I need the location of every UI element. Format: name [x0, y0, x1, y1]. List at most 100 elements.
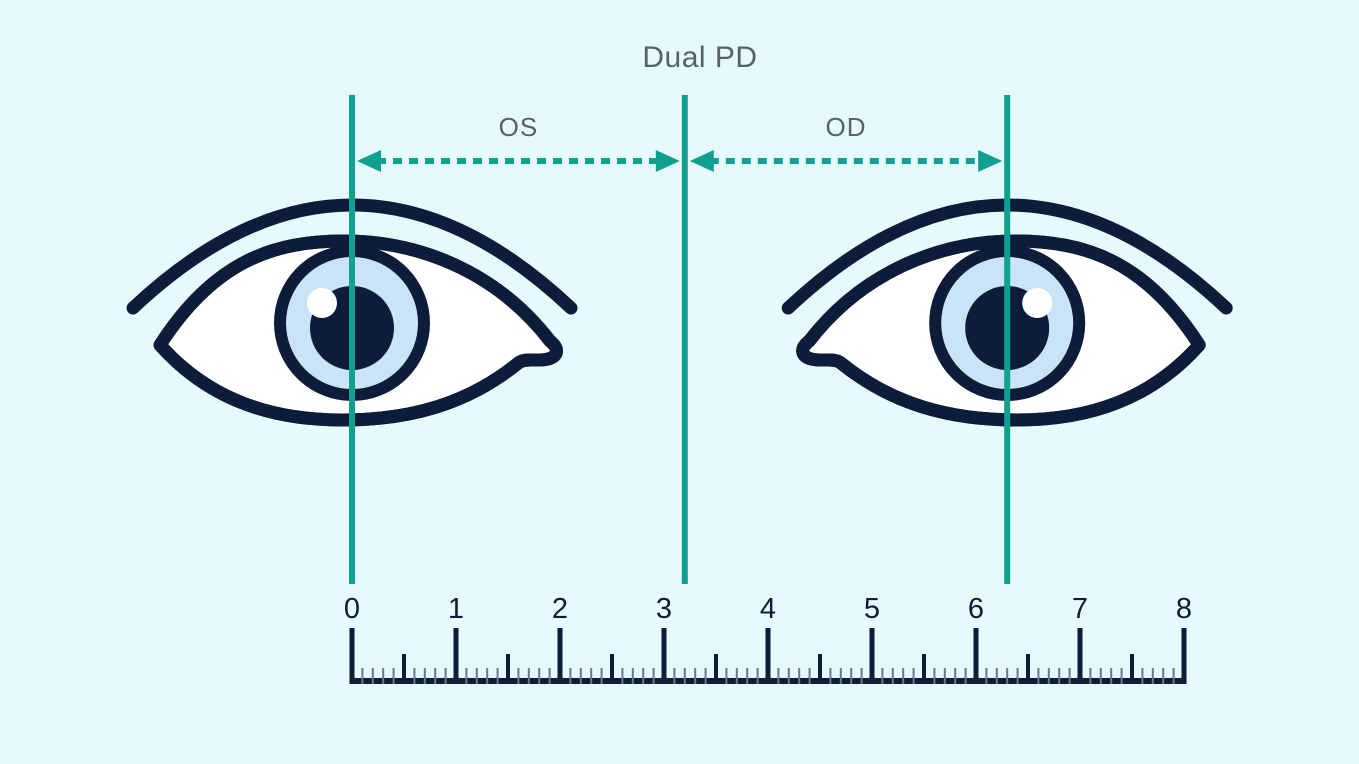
- ruler-tick-minor: [860, 668, 863, 684]
- od-label: OD: [825, 112, 867, 142]
- ruler-tick-minor: [600, 668, 603, 684]
- ruler-tick-half: [1130, 654, 1134, 684]
- ruler-tick-minor: [361, 668, 364, 684]
- os-measure-arrow: [357, 150, 680, 172]
- arrow-head-left: [357, 150, 381, 172]
- ruler-tick-major: [453, 628, 459, 684]
- arrow-head-left: [689, 150, 714, 172]
- ruler-tick-minor: [798, 668, 801, 684]
- ruler-tick-minor: [902, 668, 905, 684]
- ruler-tick-major: [661, 628, 667, 684]
- ruler-tick-minor: [1151, 668, 1154, 684]
- ruler-tick-minor: [725, 668, 728, 684]
- ruler-number: 6: [968, 593, 984, 625]
- ruler-tick-minor: [423, 668, 426, 684]
- ruler-tick-minor: [631, 668, 634, 684]
- arrow-head-right: [978, 150, 1003, 172]
- ruler-tick-minor: [1047, 668, 1050, 684]
- ruler-tick-minor: [964, 668, 967, 684]
- ruler-tick-minor: [444, 668, 447, 684]
- ruler-tick-minor: [1141, 668, 1144, 684]
- ruler-tick-minor: [673, 668, 676, 684]
- ruler-number: 8: [1176, 593, 1192, 625]
- ruler-tick-minor: [413, 668, 416, 684]
- ruler-tick-half: [818, 654, 822, 684]
- ruler-tick-minor: [829, 668, 832, 684]
- ruler-tick-minor: [538, 668, 541, 684]
- ruler-tick-minor: [995, 668, 998, 684]
- ruler-tick-major: [349, 628, 355, 684]
- ruler-tick-minor: [579, 668, 582, 684]
- ruler-tick-minor: [891, 668, 894, 684]
- ruler-number: 5: [864, 593, 880, 625]
- ruler-tick-major: [1181, 628, 1187, 684]
- page-title: Dual PD: [642, 41, 758, 74]
- ruler-tick-minor: [839, 668, 842, 684]
- ruler-tick-minor: [475, 668, 478, 684]
- ruler-tick-minor: [548, 668, 551, 684]
- ruler-tick-minor: [1110, 668, 1113, 684]
- ruler-tick-minor: [881, 668, 884, 684]
- ruler-tick-half: [402, 654, 406, 684]
- ruler-tick-minor: [933, 668, 936, 684]
- ruler-tick-half: [506, 654, 510, 684]
- ruler-tick-half: [610, 654, 614, 684]
- ruler-tick-minor: [912, 668, 915, 684]
- ruler-tick-minor: [850, 668, 853, 684]
- ruler-tick-minor: [621, 668, 624, 684]
- ruler-tick-minor: [652, 668, 655, 684]
- pupil-lines-layer: [349, 95, 1011, 584]
- ruler-tick-major: [973, 628, 979, 684]
- ruler-tick-minor: [517, 668, 520, 684]
- ruler-tick-minor: [704, 668, 707, 684]
- ruler-tick-minor: [1058, 668, 1061, 684]
- ruler-tick-minor: [392, 668, 395, 684]
- ruler-tick-minor: [486, 668, 489, 684]
- od-measure-arrow: [689, 150, 1003, 172]
- ruler-tick-minor: [985, 668, 988, 684]
- ruler: 0 1 2 3 4 5 6 7 8: [344, 593, 1192, 684]
- eyes-layer: [133, 205, 1226, 420]
- ruler-tick-minor: [1089, 668, 1092, 684]
- ruler-number: 1: [448, 593, 464, 625]
- ruler-tick-minor: [590, 668, 593, 684]
- ruler-tick-minor: [777, 668, 780, 684]
- ruler-tick-minor: [683, 668, 686, 684]
- ruler-tick-half: [714, 654, 718, 684]
- ruler-tick-minor: [746, 668, 749, 684]
- ruler-tick-major: [869, 628, 875, 684]
- ruler-tick-minor: [527, 668, 530, 684]
- ruler-tick-minor: [1099, 668, 1102, 684]
- right-pupil-line: [1004, 95, 1011, 584]
- ruler-number: 7: [1072, 593, 1088, 625]
- ruler-tick-minor: [382, 668, 385, 684]
- ruler-number: 2: [552, 593, 568, 625]
- ruler-tick-minor: [642, 668, 645, 684]
- ruler-number: 3: [656, 593, 672, 625]
- ruler-tick-half: [922, 654, 926, 684]
- measure-arrows-layer: [357, 150, 1003, 172]
- ruler-tick-minor: [496, 668, 499, 684]
- ruler-tick-minor: [371, 668, 374, 684]
- os-label: OS: [498, 112, 539, 142]
- ruler-tick-major: [765, 628, 771, 684]
- ruler-tick-minor: [1016, 668, 1019, 684]
- left-pupil-line: [349, 95, 355, 584]
- ruler-tick-minor: [1068, 668, 1071, 684]
- center-nose-line: [681, 95, 688, 584]
- ruler-tick-major: [1077, 628, 1083, 684]
- ruler-tick-minor: [787, 668, 790, 684]
- ruler-tick-minor: [1006, 668, 1009, 684]
- ruler-number: 0: [344, 593, 360, 625]
- ruler-tick-major: [557, 628, 563, 684]
- ruler-tick-minor: [808, 668, 811, 684]
- ruler-tick-half: [1026, 654, 1030, 684]
- ruler-tick-minor: [694, 668, 697, 684]
- ruler-tick-minor: [1037, 668, 1040, 684]
- ruler-number: 4: [760, 593, 776, 625]
- arrow-head-right: [655, 150, 680, 172]
- ruler-tick-minor: [943, 668, 946, 684]
- ruler-tick-minor: [756, 668, 759, 684]
